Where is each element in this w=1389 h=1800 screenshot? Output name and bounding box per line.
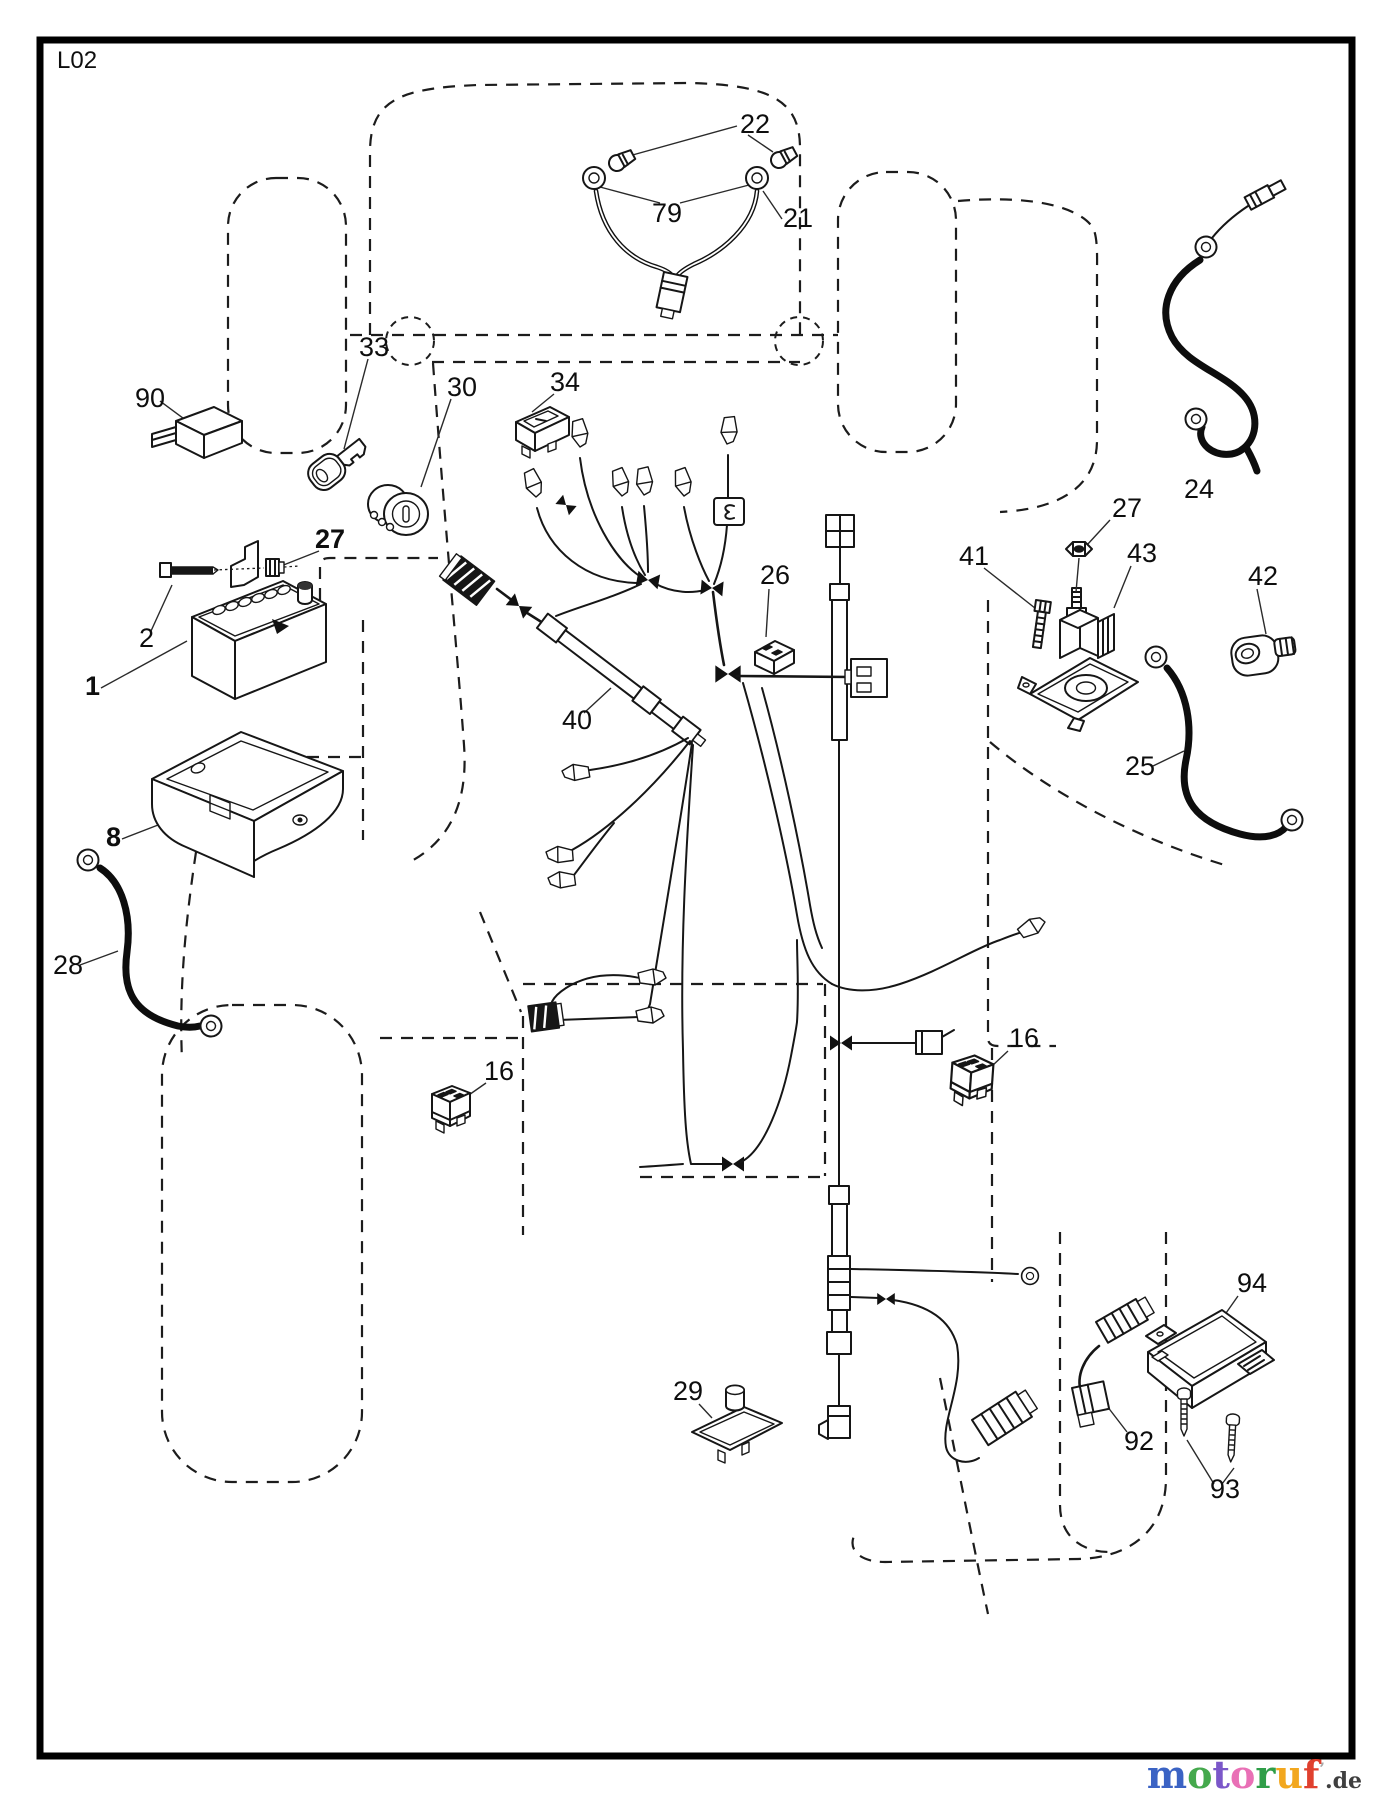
- battery-terminal-post: [297, 581, 313, 605]
- terminal-boot: [1230, 634, 1297, 677]
- battery-cell-caps: [212, 584, 291, 616]
- part-label-21: 21: [783, 203, 813, 233]
- relay: [151, 406, 243, 459]
- seat-branch-connector: [915, 1029, 955, 1055]
- battery-nut: [265, 558, 285, 577]
- part-label-79: 79: [652, 198, 682, 228]
- part-label-34: 34: [550, 367, 580, 397]
- battery-box: [151, 731, 344, 878]
- tractor-chassis-outline: [160, 81, 1229, 1615]
- watermark-letter: o: [1230, 1752, 1255, 1797]
- harness-loom-tube: [535, 612, 707, 748]
- part-label-40: 40: [562, 705, 592, 735]
- module-connector: [1071, 1296, 1155, 1428]
- part-label-16-right: 16: [1009, 1023, 1039, 1053]
- vertical-harness: [818, 514, 855, 1440]
- ignition-switch: [367, 484, 429, 536]
- rocker-switch: [515, 406, 570, 459]
- starter-solenoid: [1017, 587, 1139, 732]
- part-label-25: 25: [1125, 751, 1155, 781]
- part-label-33: 33: [359, 332, 389, 362]
- main-harness: [438, 414, 1049, 1463]
- solenoid-nut: [1065, 541, 1093, 557]
- striped-plug-connector: [971, 1389, 1039, 1447]
- small-relay-connector: [713, 497, 745, 526]
- watermark-letter: m: [1147, 1752, 1187, 1797]
- part-label-26: 26: [760, 560, 790, 590]
- part-label-24: 24: [1184, 474, 1214, 504]
- headlamp-connector: [655, 271, 689, 320]
- battery-bolt: [159, 562, 219, 578]
- part-label-41: 41: [959, 541, 989, 571]
- part-label-90: 90: [135, 383, 165, 413]
- part-label-22: 22: [740, 109, 770, 139]
- solenoid-bolt: [1031, 599, 1052, 650]
- watermark-letter: f: [1303, 1752, 1322, 1797]
- headlamp-harness: [582, 143, 800, 320]
- part-label-92: 92: [1124, 1426, 1154, 1456]
- sheet-code: L02: [57, 47, 97, 74]
- part-label-27-solenoid: 27: [1112, 493, 1142, 523]
- part-label-43: 43: [1127, 538, 1157, 568]
- plunger-switch-29: [691, 1384, 783, 1464]
- page-border: [36, 36, 1356, 1760]
- watermark-letter: r: [1255, 1752, 1276, 1797]
- battery-bracket: [230, 540, 259, 588]
- part-label-1: 1: [85, 671, 100, 701]
- part-label-30: 30: [447, 372, 477, 402]
- part-label-94: 94: [1237, 1268, 1267, 1298]
- inline-connector: [1243, 179, 1287, 211]
- two-pin-connector: [844, 658, 888, 698]
- harness-connector-a: [438, 553, 496, 606]
- battery-cable-24: [1162, 179, 1287, 475]
- battery-polarity-mark: [272, 619, 289, 634]
- part-label-27-battery: 27: [315, 524, 345, 554]
- socket-right: [745, 166, 769, 190]
- watermark-suffix: .de: [1325, 1768, 1362, 1794]
- socket-left: [582, 166, 606, 190]
- watermark-letter: t: [1212, 1752, 1230, 1797]
- part-label-93: 93: [1210, 1474, 1240, 1504]
- interlock-connector: [527, 1001, 565, 1033]
- part-label-16-left: 16: [484, 1056, 514, 1086]
- fuse: [754, 640, 795, 675]
- watermark-logo: motoruf’.de: [1147, 1752, 1362, 1797]
- solenoid-cable-25: [1144, 645, 1308, 841]
- part-label-2: 2: [139, 623, 154, 653]
- watermark-letter: u: [1275, 1752, 1303, 1797]
- watermark-tick: ’: [1319, 1759, 1325, 1778]
- part-label-29: 29: [673, 1376, 703, 1406]
- battery-assembly: [159, 540, 327, 700]
- part-label-42: 42: [1248, 561, 1278, 591]
- ground-cable-28: [76, 848, 225, 1040]
- watermark-letter: o: [1187, 1752, 1212, 1797]
- part-labels: 22 79 21 90 33 30 34 27 2 1 8 28 26 40 2…: [53, 109, 1278, 1504]
- part-label-28: 28: [53, 950, 83, 980]
- ignition-key: [307, 437, 367, 491]
- part-label-8: 8: [106, 822, 121, 852]
